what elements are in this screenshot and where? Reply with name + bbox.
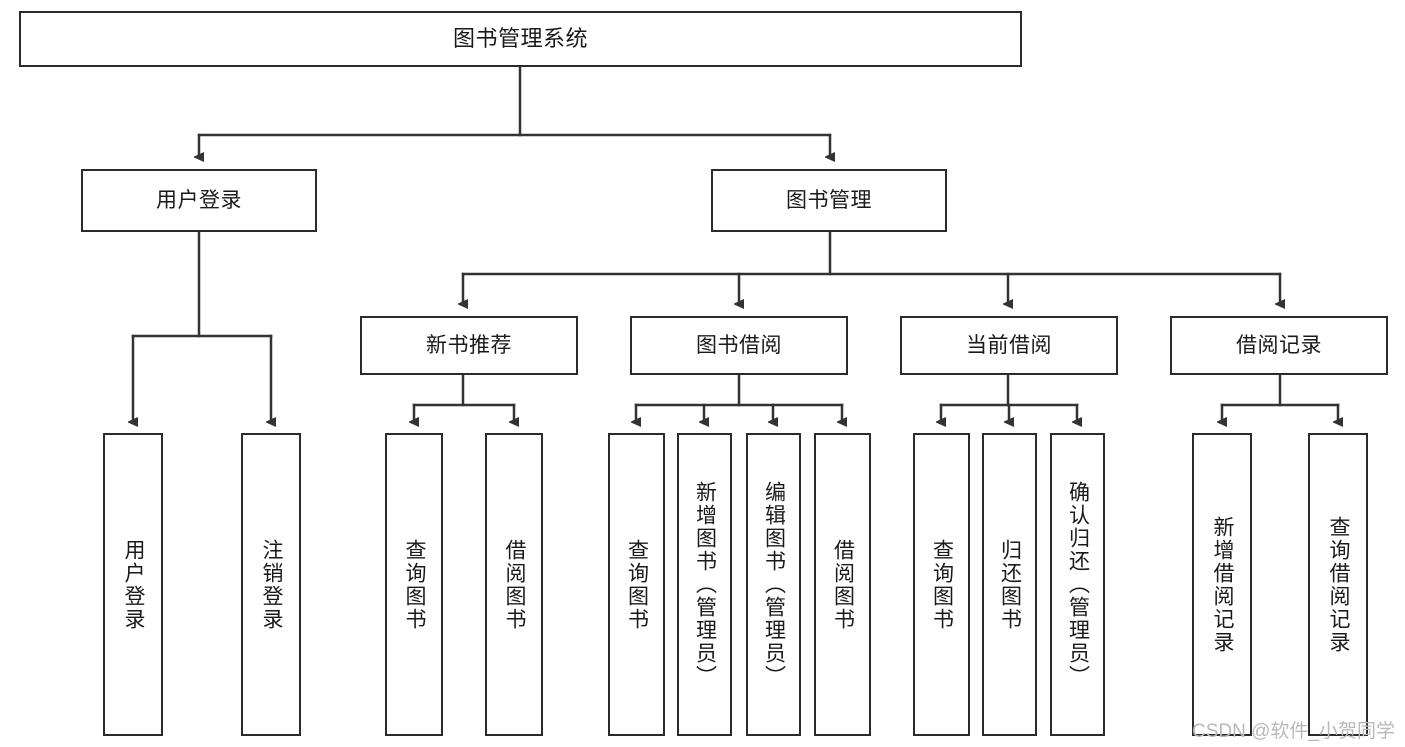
node-leaf-query-book-2[interactable]: 查询图书 (608, 433, 665, 736)
node-leaf-add-record[interactable]: 新增借阅记录 (1192, 433, 1252, 736)
node-label: 借阅图书 (503, 538, 527, 631)
node-label: 当前借阅 (966, 333, 1052, 357)
node-label: 新书推荐 (426, 333, 512, 357)
node-label: 用户登录 (122, 538, 146, 631)
node-leaf-query-record[interactable]: 查询借阅记录 (1308, 433, 1368, 736)
node-label: 借阅图书 (831, 538, 855, 631)
node-book-manage[interactable]: 图书管理 (711, 169, 947, 232)
node-label: 查询图书 (625, 538, 649, 631)
node-leaf-return-book[interactable]: 归还图书 (982, 433, 1037, 736)
node-label: 新增图书（管理员） (693, 481, 717, 688)
node-label: 新增借阅记录 (1211, 515, 1235, 654)
node-label: 查询图书 (930, 538, 954, 631)
node-leaf-confirm-return[interactable]: 确认归还（管理员） (1050, 433, 1105, 736)
node-label: 注销登录 (260, 538, 284, 631)
node-label: 确认归还（管理员） (1066, 481, 1090, 688)
node-label: 用户登录 (156, 188, 242, 212)
node-label: 归还图书 (998, 538, 1022, 631)
node-leaf-query-book-1[interactable]: 查询图书 (385, 433, 443, 736)
node-label: 图书管理 (786, 188, 872, 212)
node-label: 查询借阅记录 (1327, 515, 1351, 654)
node-leaf-borrow-book-1[interactable]: 借阅图书 (485, 433, 543, 736)
node-current-borrow[interactable]: 当前借阅 (900, 316, 1118, 375)
node-label: 图书借阅 (696, 333, 782, 357)
node-leaf-query-book-3[interactable]: 查询图书 (913, 433, 970, 736)
node-book-borrow[interactable]: 图书借阅 (630, 316, 848, 375)
node-root-system[interactable]: 图书管理系统 (19, 11, 1022, 67)
csdn-watermark: CSDN @软件_小贺同学 (1192, 721, 1395, 742)
node-label: 查询图书 (403, 538, 427, 631)
node-leaf-user-login[interactable]: 用户登录 (103, 433, 163, 736)
node-new-book-rec[interactable]: 新书推荐 (360, 316, 578, 375)
node-label: 编辑图书（管理员） (762, 481, 786, 688)
node-label: 图书管理系统 (452, 25, 588, 51)
node-leaf-add-book[interactable]: 新增图书（管理员） (677, 433, 732, 736)
node-leaf-logout[interactable]: 注销登录 (241, 433, 301, 736)
node-leaf-edit-book[interactable]: 编辑图书（管理员） (746, 433, 801, 736)
node-borrow-record[interactable]: 借阅记录 (1170, 316, 1388, 375)
node-user-login[interactable]: 用户登录 (81, 169, 317, 232)
node-label: 借阅记录 (1236, 333, 1322, 357)
node-leaf-borrow-book-2[interactable]: 借阅图书 (814, 433, 871, 736)
